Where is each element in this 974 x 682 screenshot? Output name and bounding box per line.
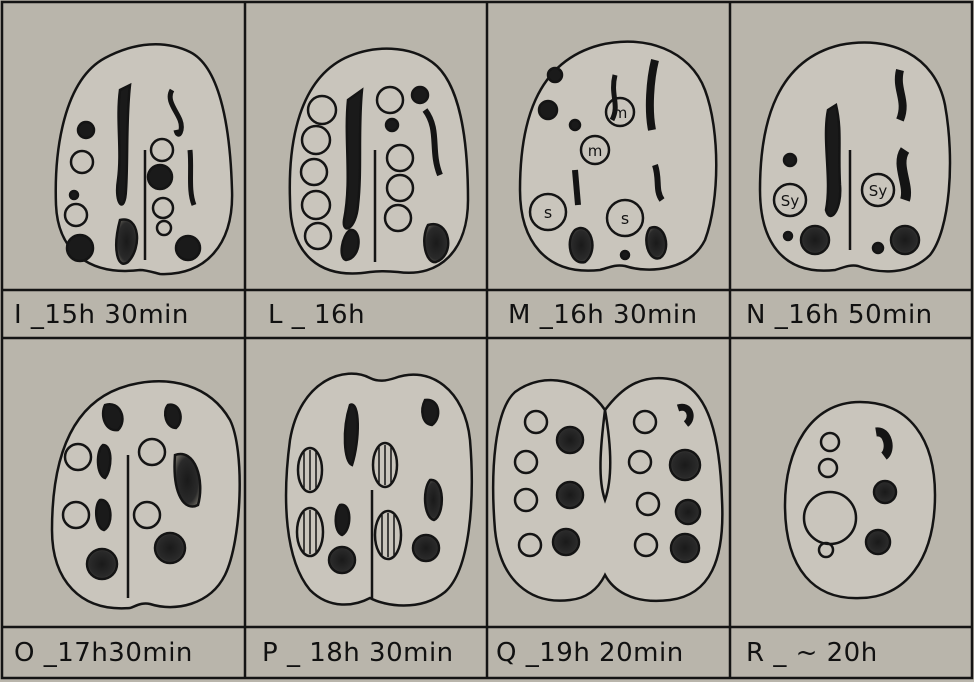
panel-O-drawing [52, 381, 240, 608]
label-s-2: s [621, 209, 629, 228]
label-m-2: m [588, 142, 603, 160]
panel-M-drawing [520, 42, 716, 271]
panel-I-drawing [56, 44, 232, 274]
caption-M: M _16h 30min [508, 300, 698, 330]
panel-Q-drawing [493, 378, 722, 601]
caption-N: N _16h 50min [746, 300, 933, 330]
caption-O: O _17h30min [14, 638, 193, 668]
caption-Q: Q _19h 20min [496, 638, 684, 668]
panel-R-drawing [785, 402, 935, 598]
caption-L: L _ 16h [268, 300, 365, 330]
label-m-1: m [613, 104, 628, 122]
label-s-1: s [544, 203, 552, 222]
label-sy-2: Sy [869, 182, 888, 200]
label-sy-1: Sy [781, 192, 800, 210]
panel-L-drawing [290, 49, 468, 274]
panel-N-drawing [760, 43, 950, 272]
caption-P: P _ 18h 30min [262, 638, 454, 668]
caption-I: I _15h 30min [14, 300, 189, 330]
panel-P-drawing [286, 374, 472, 606]
caption-R: R _ ~ 20h [746, 638, 878, 668]
